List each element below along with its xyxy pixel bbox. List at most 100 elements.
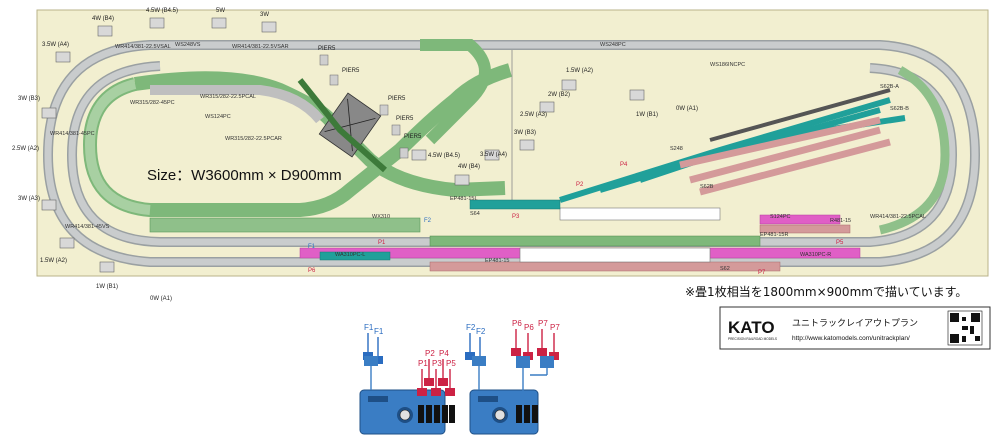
plan-feeder-f2: F2 bbox=[424, 218, 432, 224]
power-label: 3.5W (A4) bbox=[42, 42, 69, 48]
track-label: WR315/282-45PC bbox=[130, 100, 175, 106]
connector-label: F2 bbox=[466, 323, 476, 332]
plan-feeder-p4: P4 bbox=[620, 162, 628, 168]
connector-p5: P5 bbox=[445, 359, 456, 396]
power-label: 3W (A3) bbox=[18, 196, 40, 202]
connector-f2: F2 bbox=[465, 323, 476, 360]
plan-feeder-p6: P6 bbox=[308, 268, 316, 274]
connector-label: P6 bbox=[512, 319, 522, 328]
track-label: EP481-15R bbox=[760, 232, 788, 238]
track-labels: WS248VS WR414/381-22.5VSAL WR414/381-22.5V… bbox=[50, 42, 926, 272]
power-label: 3W (B3) bbox=[18, 96, 40, 102]
track-label: WS248VS bbox=[175, 42, 201, 48]
connector-label: P7 bbox=[538, 319, 548, 328]
power-label: 2.5W (A2) bbox=[12, 146, 39, 152]
track-label: EP481-15L bbox=[450, 196, 478, 202]
brand-sub: PRECISION RAILROAD MODELS bbox=[728, 337, 777, 341]
power-label: 4.5W (B4.5) bbox=[146, 8, 178, 14]
connector-p4: P4 bbox=[438, 349, 449, 386]
plan-feeder-p7: P7 bbox=[758, 270, 766, 276]
connector-p7: P7 bbox=[549, 323, 560, 360]
connector-label: P1 bbox=[418, 359, 428, 368]
power-label: 3.5W (A4) bbox=[480, 152, 507, 158]
plan-feeder-p1: P1 bbox=[378, 240, 386, 246]
track-label: WR414/381-22.5PCAL bbox=[870, 214, 926, 220]
station bbox=[299, 199, 861, 272]
power-label: 1.5W (A2) bbox=[566, 68, 593, 74]
plan-feeder-p5: P5 bbox=[836, 240, 844, 246]
power-label: 4.5W (B4.5) bbox=[428, 153, 460, 159]
pier-label: PIER5 bbox=[388, 96, 406, 102]
brand-url: http://www.katomodels.com/unitrackplan/ bbox=[792, 335, 910, 342]
yard bbox=[559, 88, 906, 203]
pier-label: PIER5 bbox=[404, 134, 422, 140]
power-label: 0W (A1) bbox=[676, 106, 698, 112]
brand-logo: KATO bbox=[728, 318, 775, 337]
power-label: 2.5W (A3) bbox=[520, 112, 547, 118]
power-blocks bbox=[41, 17, 645, 273]
figure-eight bbox=[82, 39, 512, 217]
track-label: WS248PC bbox=[600, 42, 626, 48]
controller-right bbox=[469, 389, 539, 435]
track-label: WA310PC-L bbox=[335, 252, 365, 258]
plan-feeder-p2: P2 bbox=[576, 182, 584, 188]
power-label: 2W (B2) bbox=[548, 92, 570, 98]
connector-p3: P3 bbox=[431, 359, 442, 396]
power-label: 1.5W (A2) bbox=[40, 258, 67, 264]
power-label: 4W (B4) bbox=[458, 164, 480, 170]
power-label: 4W (B4) bbox=[92, 16, 114, 22]
power-label: 0W (A1) bbox=[150, 296, 172, 302]
qr-code bbox=[947, 310, 983, 346]
connector-p7: P7 bbox=[537, 319, 548, 356]
track-label: S64 bbox=[470, 211, 480, 217]
track-label: WR315/282-22.5PCAR bbox=[225, 136, 282, 142]
power-label: 3W bbox=[260, 12, 269, 18]
connector-label: P2 bbox=[425, 349, 435, 358]
connector-label: F1 bbox=[364, 323, 374, 332]
track-label: WR315/282-22.5PCAL bbox=[200, 94, 256, 100]
track-label: WA310PC-R bbox=[800, 252, 831, 258]
brand-title: ユニトラックレイアウトプラン bbox=[792, 318, 918, 329]
pier-label: PIER5 bbox=[318, 46, 336, 52]
connector-label: P7 bbox=[550, 323, 560, 332]
track-label: S62B-A bbox=[880, 84, 899, 90]
power-label: 5W bbox=[216, 8, 225, 14]
power-label: 1W (B1) bbox=[96, 284, 118, 290]
connector-p6: P6 bbox=[523, 323, 534, 360]
connector-f1: F1 bbox=[363, 323, 374, 360]
track-label: EP481-15 bbox=[485, 258, 509, 264]
connector-p1: P1 bbox=[417, 359, 428, 396]
controller-left bbox=[359, 389, 455, 435]
connector-label: F1 bbox=[374, 327, 384, 336]
track-label: S62B bbox=[700, 184, 714, 190]
connector-label: P6 bbox=[524, 323, 534, 332]
track-label: WX310 bbox=[372, 214, 390, 220]
size-label: Size：W3600mm × D900mm bbox=[147, 167, 342, 184]
track-label: S124PC bbox=[770, 214, 791, 220]
track-label: WS124PC bbox=[205, 114, 231, 120]
connector-label: P3 bbox=[432, 359, 442, 368]
power-label: 1W (B1) bbox=[636, 112, 658, 118]
plan-feeder-f1: F1 bbox=[308, 244, 316, 250]
scale-note: ※畳1枚相当を1800mm×900mmで描いています。 bbox=[685, 284, 967, 299]
track-label: WR414/381-22.5VSAL bbox=[115, 44, 171, 50]
pier-label: PIER5 bbox=[342, 68, 360, 74]
track-label: WR414/381-22.5VSAR bbox=[232, 44, 289, 50]
track-label: WS186INCPC bbox=[710, 62, 745, 68]
connector-label: F2 bbox=[476, 327, 486, 336]
connector-p6: P6 bbox=[511, 319, 522, 356]
connector-label: P5 bbox=[446, 359, 456, 368]
piers bbox=[319, 54, 409, 159]
pier-label: PIER5 bbox=[396, 116, 414, 122]
power-labels: 4W (B4) 4.5W (B4.5) 5W 3W 3.5W (A4) 3W (B3) 2.… bbox=[12, 8, 698, 302]
track-label: S62B-B bbox=[890, 106, 909, 112]
plan-feeder-p3: P3 bbox=[512, 214, 520, 220]
track-label: R481-15 bbox=[830, 218, 851, 224]
power-label: 3W (B3) bbox=[514, 130, 536, 136]
brand-box: KATO PRECISION RAILROAD MODELS ユニトラックレイア… bbox=[719, 306, 991, 350]
track-label: WR414/381-45PC bbox=[50, 131, 95, 137]
